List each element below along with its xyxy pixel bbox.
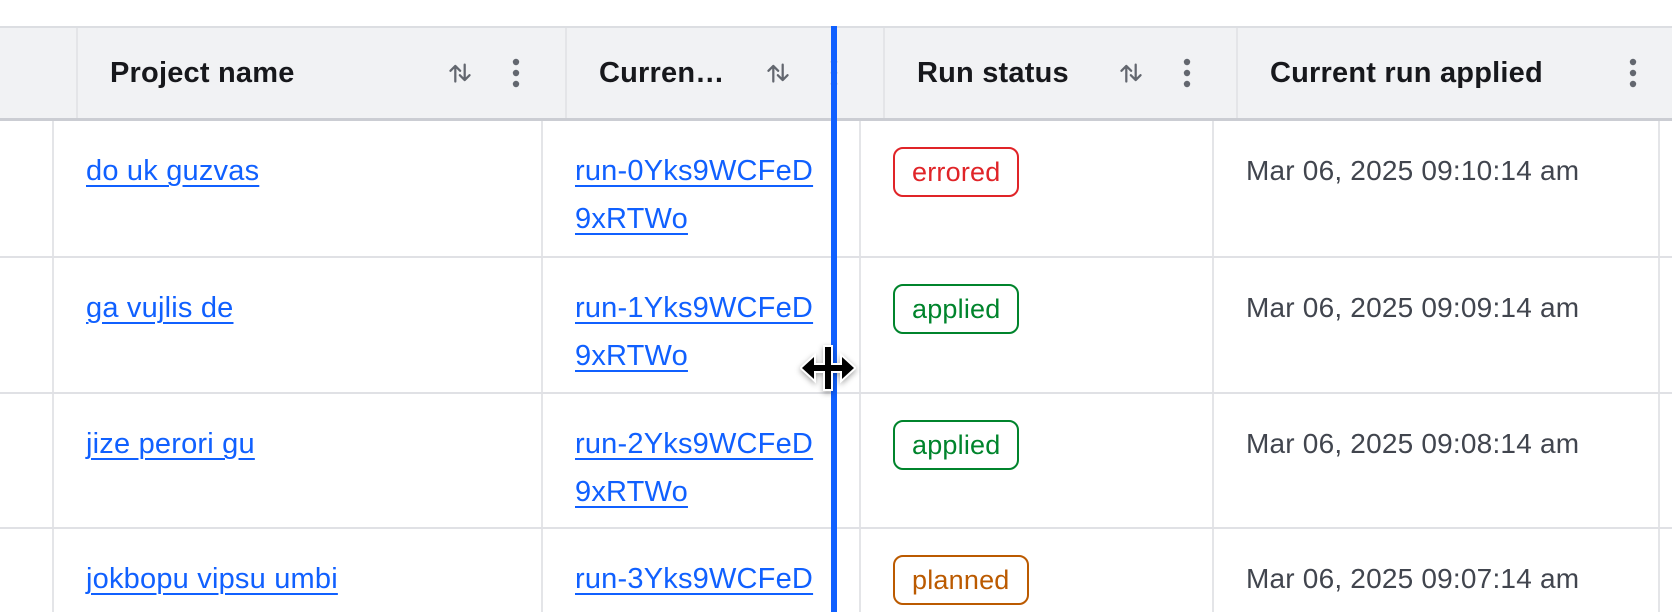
status-badge: planned xyxy=(893,555,1029,605)
column-label: Curren… xyxy=(599,56,725,89)
status-badge: applied xyxy=(893,420,1020,470)
run-link[interactable]: run-3Yks9WCFeD9xRTWo xyxy=(575,563,814,612)
sort-button[interactable] xyxy=(763,58,793,88)
run-status-cell: planned xyxy=(861,529,1214,612)
truncated-cell: e xyxy=(1660,394,1672,527)
project-cell: do uk guzvas xyxy=(54,121,543,256)
kebab-menu-icon xyxy=(512,58,520,88)
sort-swap-vertical-icon xyxy=(1120,63,1142,83)
project-cell: jize perori gu xyxy=(54,394,543,527)
run-applied-cell: Mar 06, 2025 09:07:14 am xyxy=(1214,529,1660,612)
run-applied-cell: Mar 06, 2025 09:09:14 am xyxy=(1214,258,1660,392)
column-resize-indicator[interactable] xyxy=(831,26,837,612)
kebab-menu-icon xyxy=(1183,58,1191,88)
column-label: Run status xyxy=(917,56,1069,89)
header-cell-run-status: Run status xyxy=(885,28,1238,118)
column-label: Project name xyxy=(110,56,295,89)
header-cell-stub xyxy=(0,28,78,118)
column-menu-button[interactable] xyxy=(511,57,521,89)
header-cell-current-run: Curren… xyxy=(567,28,885,118)
run-status-cell: applied xyxy=(861,394,1214,527)
status-badge: applied xyxy=(893,284,1020,334)
applied-timestamp: Mar 06, 2025 09:09:14 am xyxy=(1246,292,1580,323)
sort-button[interactable] xyxy=(445,58,475,88)
kebab-menu-icon xyxy=(1629,58,1637,88)
column-menu-button[interactable] xyxy=(1628,57,1638,89)
status-badge: errored xyxy=(893,147,1020,197)
sort-swap-vertical-icon xyxy=(767,63,789,83)
run-status-cell: applied xyxy=(861,258,1214,392)
project-cell: ga vujlis de xyxy=(54,258,543,392)
header-cell-current-run-applied: Current run applied xyxy=(1238,28,1672,118)
run-status-cell: errored xyxy=(861,121,1214,256)
truncated-cell: e xyxy=(1660,529,1672,612)
run-applied-cell: Mar 06, 2025 09:08:14 am xyxy=(1214,394,1660,527)
column-menu-button[interactable] xyxy=(1182,57,1192,89)
truncated-cell: e xyxy=(1660,121,1672,256)
applied-timestamp: Mar 06, 2025 09:10:14 am xyxy=(1246,155,1580,186)
project-link[interactable]: jokbopu vipsu umbi xyxy=(86,563,338,595)
col-resize-cursor xyxy=(800,345,856,391)
project-link[interactable]: do uk guzvas xyxy=(86,155,260,187)
project-link[interactable]: jize perori gu xyxy=(86,428,255,460)
project-link[interactable]: ga vujlis de xyxy=(86,292,234,324)
project-cell: jokbopu vipsu umbi xyxy=(54,529,543,612)
header-cell-project-name: Project name xyxy=(78,28,567,118)
current-run-cell: run-3Yks9WCFeD9xRTWo xyxy=(543,529,861,612)
applied-timestamp: Mar 06, 2025 09:07:14 am xyxy=(1246,563,1580,594)
truncated-cell: e xyxy=(1660,258,1672,392)
sort-swap-vertical-icon xyxy=(449,63,471,83)
run-applied-cell: Mar 06, 2025 09:10:14 am xyxy=(1214,121,1660,256)
applied-timestamp: Mar 06, 2025 09:08:14 am xyxy=(1246,428,1580,459)
column-label: Current run applied xyxy=(1270,56,1543,89)
sort-button[interactable] xyxy=(1116,58,1146,88)
